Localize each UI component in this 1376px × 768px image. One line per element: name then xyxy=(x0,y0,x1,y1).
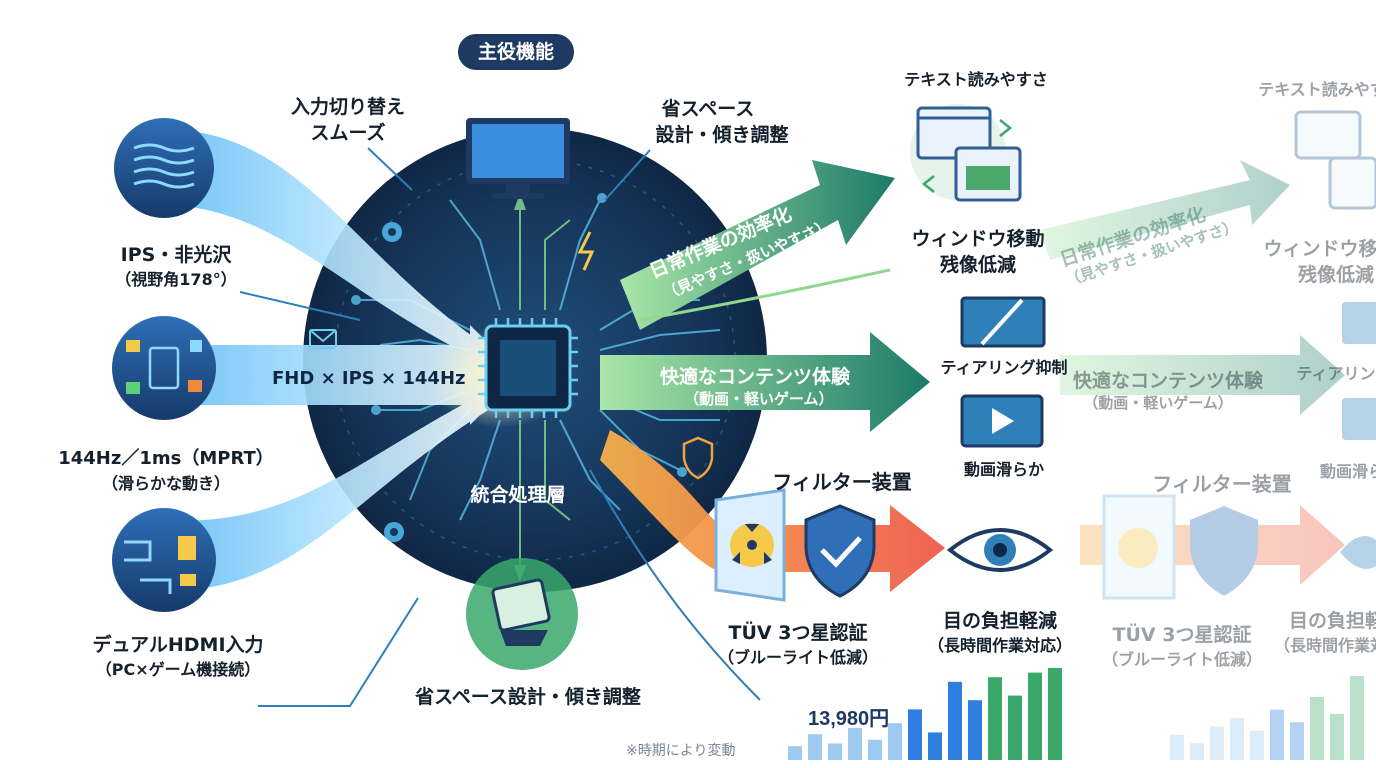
trend-bar xyxy=(928,732,942,760)
core-feature-badge: 主役機能 xyxy=(458,34,574,70)
trend-bar xyxy=(888,723,902,760)
shield-check-icon xyxy=(804,504,876,598)
faded-filter-device-label: フィルター装置 xyxy=(1152,472,1292,496)
tuv-label: TÜV 3つ星認証 xyxy=(728,622,868,644)
tearing-icon xyxy=(960,296,1046,348)
tuv-sub-label: （ブルーライト低減） xyxy=(717,648,879,667)
faded-content-experience-label: 快適なコンテンツ体験 xyxy=(1072,370,1264,392)
core-spec-label: FHD × IPS × 144Hz xyxy=(272,368,466,389)
faded-video-smooth-label: 動画滑らか xyxy=(1319,462,1376,481)
refresh-rate-label: 144Hz／1ms（MPRT） xyxy=(58,448,274,469)
circuit-traces-green xyxy=(514,193,571,582)
faded-tuv-sub-label: （ブルーライト低減） xyxy=(1101,650,1263,669)
callout-lines xyxy=(239,147,761,707)
trend-bar xyxy=(868,739,882,760)
trend-bar xyxy=(1210,726,1224,760)
text-readability-label: テキスト読みやすさ xyxy=(904,70,1048,89)
faded-text-readability-label: テキスト読みやすさ xyxy=(1258,80,1376,99)
trend-bar xyxy=(1270,709,1284,760)
trend-bar xyxy=(808,734,822,760)
window-move-label-2: 残像低減 xyxy=(939,254,1017,276)
input-flows xyxy=(150,129,520,591)
disk-mail-icon xyxy=(309,329,337,349)
disk-shield-icon xyxy=(682,436,714,480)
window-move-icon xyxy=(910,104,1022,202)
ips-sub-label: （視野角178°） xyxy=(115,270,237,289)
price-label: 13,980円 xyxy=(808,708,890,730)
trend-bar xyxy=(1250,730,1264,760)
video-smooth-label: 動画滑らか xyxy=(963,460,1045,479)
faded-eye-strain-sub-label: （長時間作業対応） xyxy=(1273,636,1376,655)
trend-bar xyxy=(1190,743,1204,760)
ips-label: IPS・非光沢 xyxy=(120,244,232,266)
trend-bar xyxy=(848,727,862,760)
price-trend-bars xyxy=(788,668,1062,760)
hdmi-label: デュアルHDMI入力 xyxy=(92,634,264,656)
trend-bar xyxy=(1310,697,1324,760)
eye-strain-label: 目の負担軽減 xyxy=(942,610,1058,632)
monitor-icon xyxy=(466,118,570,199)
disk-lightning-icon xyxy=(577,231,595,271)
refresh-rate-sub-label: （滑らかな動き） xyxy=(101,474,231,493)
trend-bar xyxy=(1048,668,1062,760)
faded-tearing-label: ティアリング抑制 xyxy=(1296,364,1376,383)
tearing-label: ティアリング抑制 xyxy=(940,358,1068,377)
window-move-label-1: ウィンドウ移動 xyxy=(911,228,1045,250)
output-arrows xyxy=(600,160,930,432)
refresh-rate-icon xyxy=(112,316,216,420)
content-experience-sub-label: （動画・軽いゲーム） xyxy=(684,390,834,408)
price-trend-bars-faded xyxy=(1170,676,1364,760)
trend-bar xyxy=(828,743,842,760)
space-design-bottom-label: 省スペース設計・傾き調整 xyxy=(415,686,641,708)
trend-bar xyxy=(988,677,1002,760)
cpu-chip-icon xyxy=(478,318,578,418)
disk-gear-icon xyxy=(382,222,404,542)
trend-bar xyxy=(968,700,982,760)
trend-bar xyxy=(1230,718,1244,760)
trend-bar xyxy=(1170,734,1184,760)
integration-layer-label: 統合処理層 xyxy=(470,484,566,506)
faded-tuv-label: TÜV 3つ星認証 xyxy=(1112,624,1252,646)
tilt-monitor-icon xyxy=(466,558,578,670)
trend-bar xyxy=(1290,722,1304,760)
trend-bar xyxy=(1330,713,1344,760)
input-switch-label-2: スムーズ xyxy=(310,122,386,144)
eye-icon xyxy=(946,528,1054,572)
faded-duplicate-panel xyxy=(1040,110,1376,600)
trend-bar xyxy=(908,709,922,760)
faded-eye-strain-label: 目の負担軽減 xyxy=(1288,610,1376,632)
space-design-top-label-2: 設計・傾き調整 xyxy=(655,124,789,146)
ips-panel-icon xyxy=(114,118,214,218)
hdmi-cable-icon xyxy=(112,508,216,612)
trend-bar xyxy=(1028,672,1042,760)
trend-bar xyxy=(948,681,962,760)
eye-strain-sub-label: （長時間作業対応） xyxy=(927,636,1073,655)
faded-window-move-label-1: ウィンドウ移動 xyxy=(1263,238,1376,260)
filter-device-label: フィルター装置 xyxy=(772,470,912,494)
blue-light-filter-icon xyxy=(714,488,786,602)
hdmi-sub-label: （PC×ゲーム機接続） xyxy=(95,660,261,679)
trend-bar xyxy=(1350,676,1364,760)
trend-bar xyxy=(788,746,802,760)
faded-window-move-label-2: 残像低減 xyxy=(1297,264,1375,286)
price-note: ※時期により変動 xyxy=(626,743,736,759)
input-switch-label-1: 入力切り替え xyxy=(290,96,406,118)
faded-content-experience-sub-label: （動画・軽いゲーム） xyxy=(1083,394,1233,412)
space-design-top-label-1: 省スペース xyxy=(661,98,755,120)
content-experience-label: 快適なコンテンツ体験 xyxy=(660,366,851,388)
trend-bar xyxy=(1008,695,1022,760)
video-play-icon xyxy=(960,394,1044,448)
